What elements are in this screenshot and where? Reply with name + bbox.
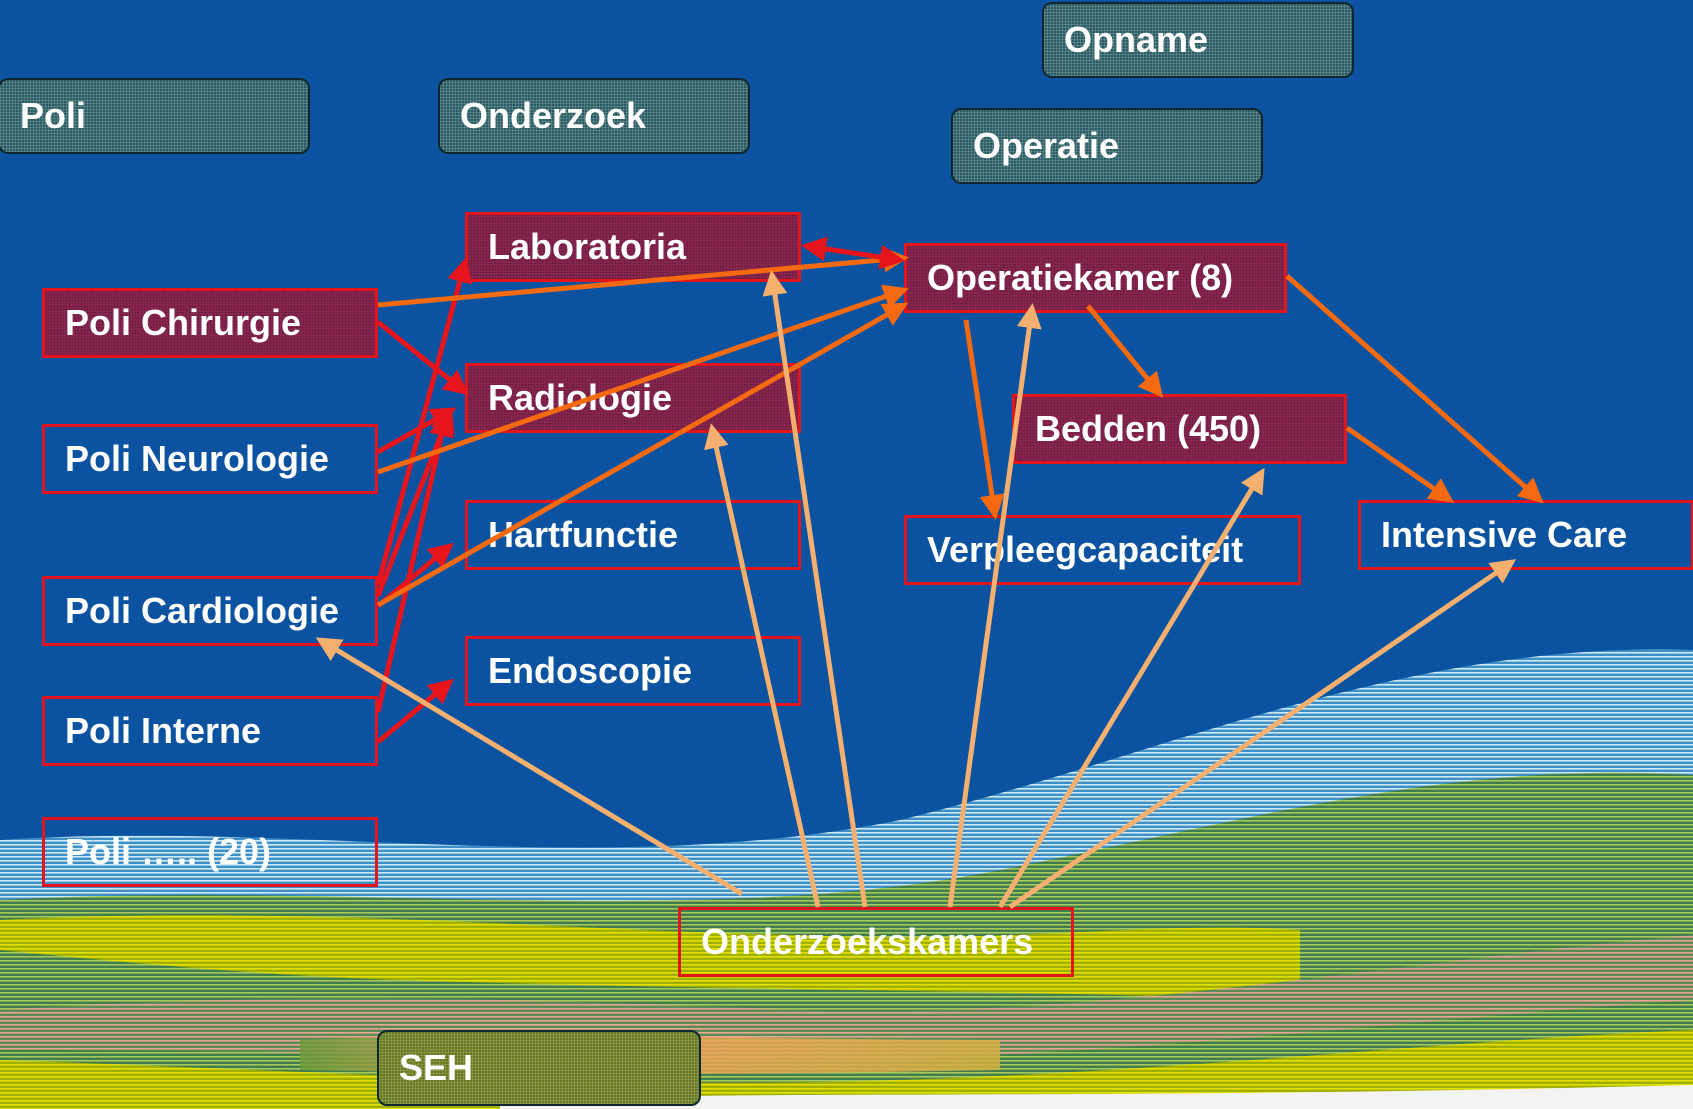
node-bedden: Bedden (450) — [1012, 394, 1347, 464]
node-poli-neurologie: Poli Neurologie — [42, 424, 378, 494]
node-intensive-care: Intensive Care — [1358, 500, 1693, 570]
node-verpleegcapaciteit: Verpleegcapaciteit — [904, 515, 1301, 585]
node-poli-cardiologie: Poli Cardiologie — [42, 576, 378, 646]
node-laboratoria: Laboratoria — [465, 212, 801, 282]
node-endoscopie: Endoscopie — [465, 636, 801, 706]
category-seh: SEH — [377, 1030, 701, 1106]
node-hartfunctie: Hartfunctie — [465, 500, 801, 570]
node-poli-interne: Poli Interne — [42, 696, 378, 766]
node-onderzoekskamers: Onderzoekskamers — [678, 907, 1074, 977]
category-onderzoek: Onderzoek — [438, 78, 750, 154]
category-opname: Opname — [1042, 2, 1354, 78]
node-operatiekamer: Operatiekamer (8) — [904, 243, 1287, 313]
node-radiologie: Radiologie — [465, 363, 801, 433]
category-poli: Poli — [0, 78, 310, 154]
category-operatie: Operatie — [951, 108, 1263, 184]
node-poli-other: Poli ….. (20) — [42, 817, 378, 887]
node-poli-chirurgie: Poli Chirurgie — [42, 288, 378, 358]
